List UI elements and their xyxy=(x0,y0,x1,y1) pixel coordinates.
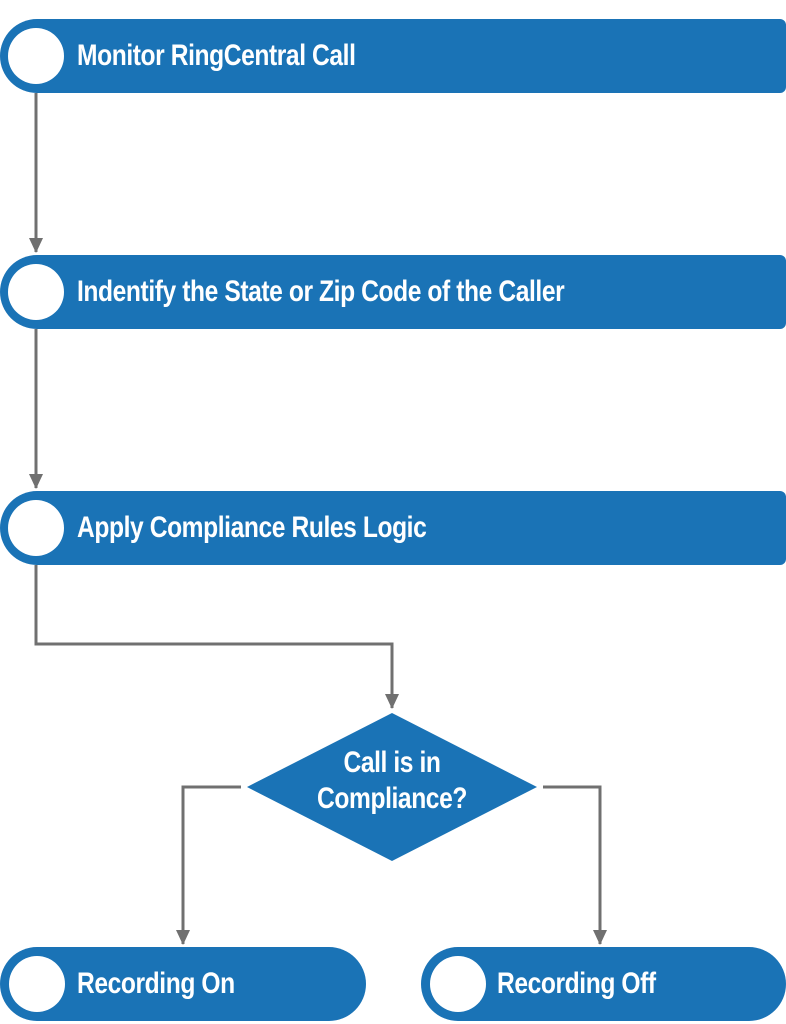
connector-decision-to-recording-off xyxy=(543,785,602,944)
outcome-marker-circle xyxy=(430,956,486,1012)
decision-label-line-1: Call is in xyxy=(343,746,441,779)
arrowhead-recording-on xyxy=(176,930,190,945)
step-apply-rules: Apply Compliance Rules Logic xyxy=(0,491,786,565)
outcome-marker-circle xyxy=(9,956,65,1012)
step-marker-circle xyxy=(8,28,64,84)
decision-diamond xyxy=(247,713,537,861)
step-identify-label: Indentify the State or Zip Code of the C… xyxy=(77,275,565,308)
connector-apply-to-decision xyxy=(34,565,394,708)
step-marker-circle xyxy=(8,264,64,320)
outcome-recording-on-label: Recording On xyxy=(77,967,235,1000)
step-identify-caller: Indentify the State or Zip Code of the C… xyxy=(0,255,786,329)
arrowhead-identify xyxy=(29,238,43,253)
decision-label-line-2: Compliance? xyxy=(317,782,467,815)
step-monitor-label: Monitor RingCentral Call xyxy=(77,39,356,72)
connector-decision-to-recording-on xyxy=(181,785,241,944)
step-marker-circle xyxy=(8,500,64,556)
outcome-recording-on: Recording On xyxy=(0,947,366,1021)
step-apply-label: Apply Compliance Rules Logic xyxy=(77,511,427,544)
arrowhead-decision xyxy=(385,694,399,709)
outcome-recording-off: Recording Off xyxy=(421,947,786,1021)
arrowhead-apply xyxy=(29,474,43,489)
step-monitor-call: Monitor RingCentral Call xyxy=(0,19,786,93)
outcome-recording-off-label: Recording Off xyxy=(497,967,656,1000)
decision-label: Call is in Compliance? xyxy=(246,745,538,817)
arrowhead-recording-off xyxy=(593,930,607,945)
